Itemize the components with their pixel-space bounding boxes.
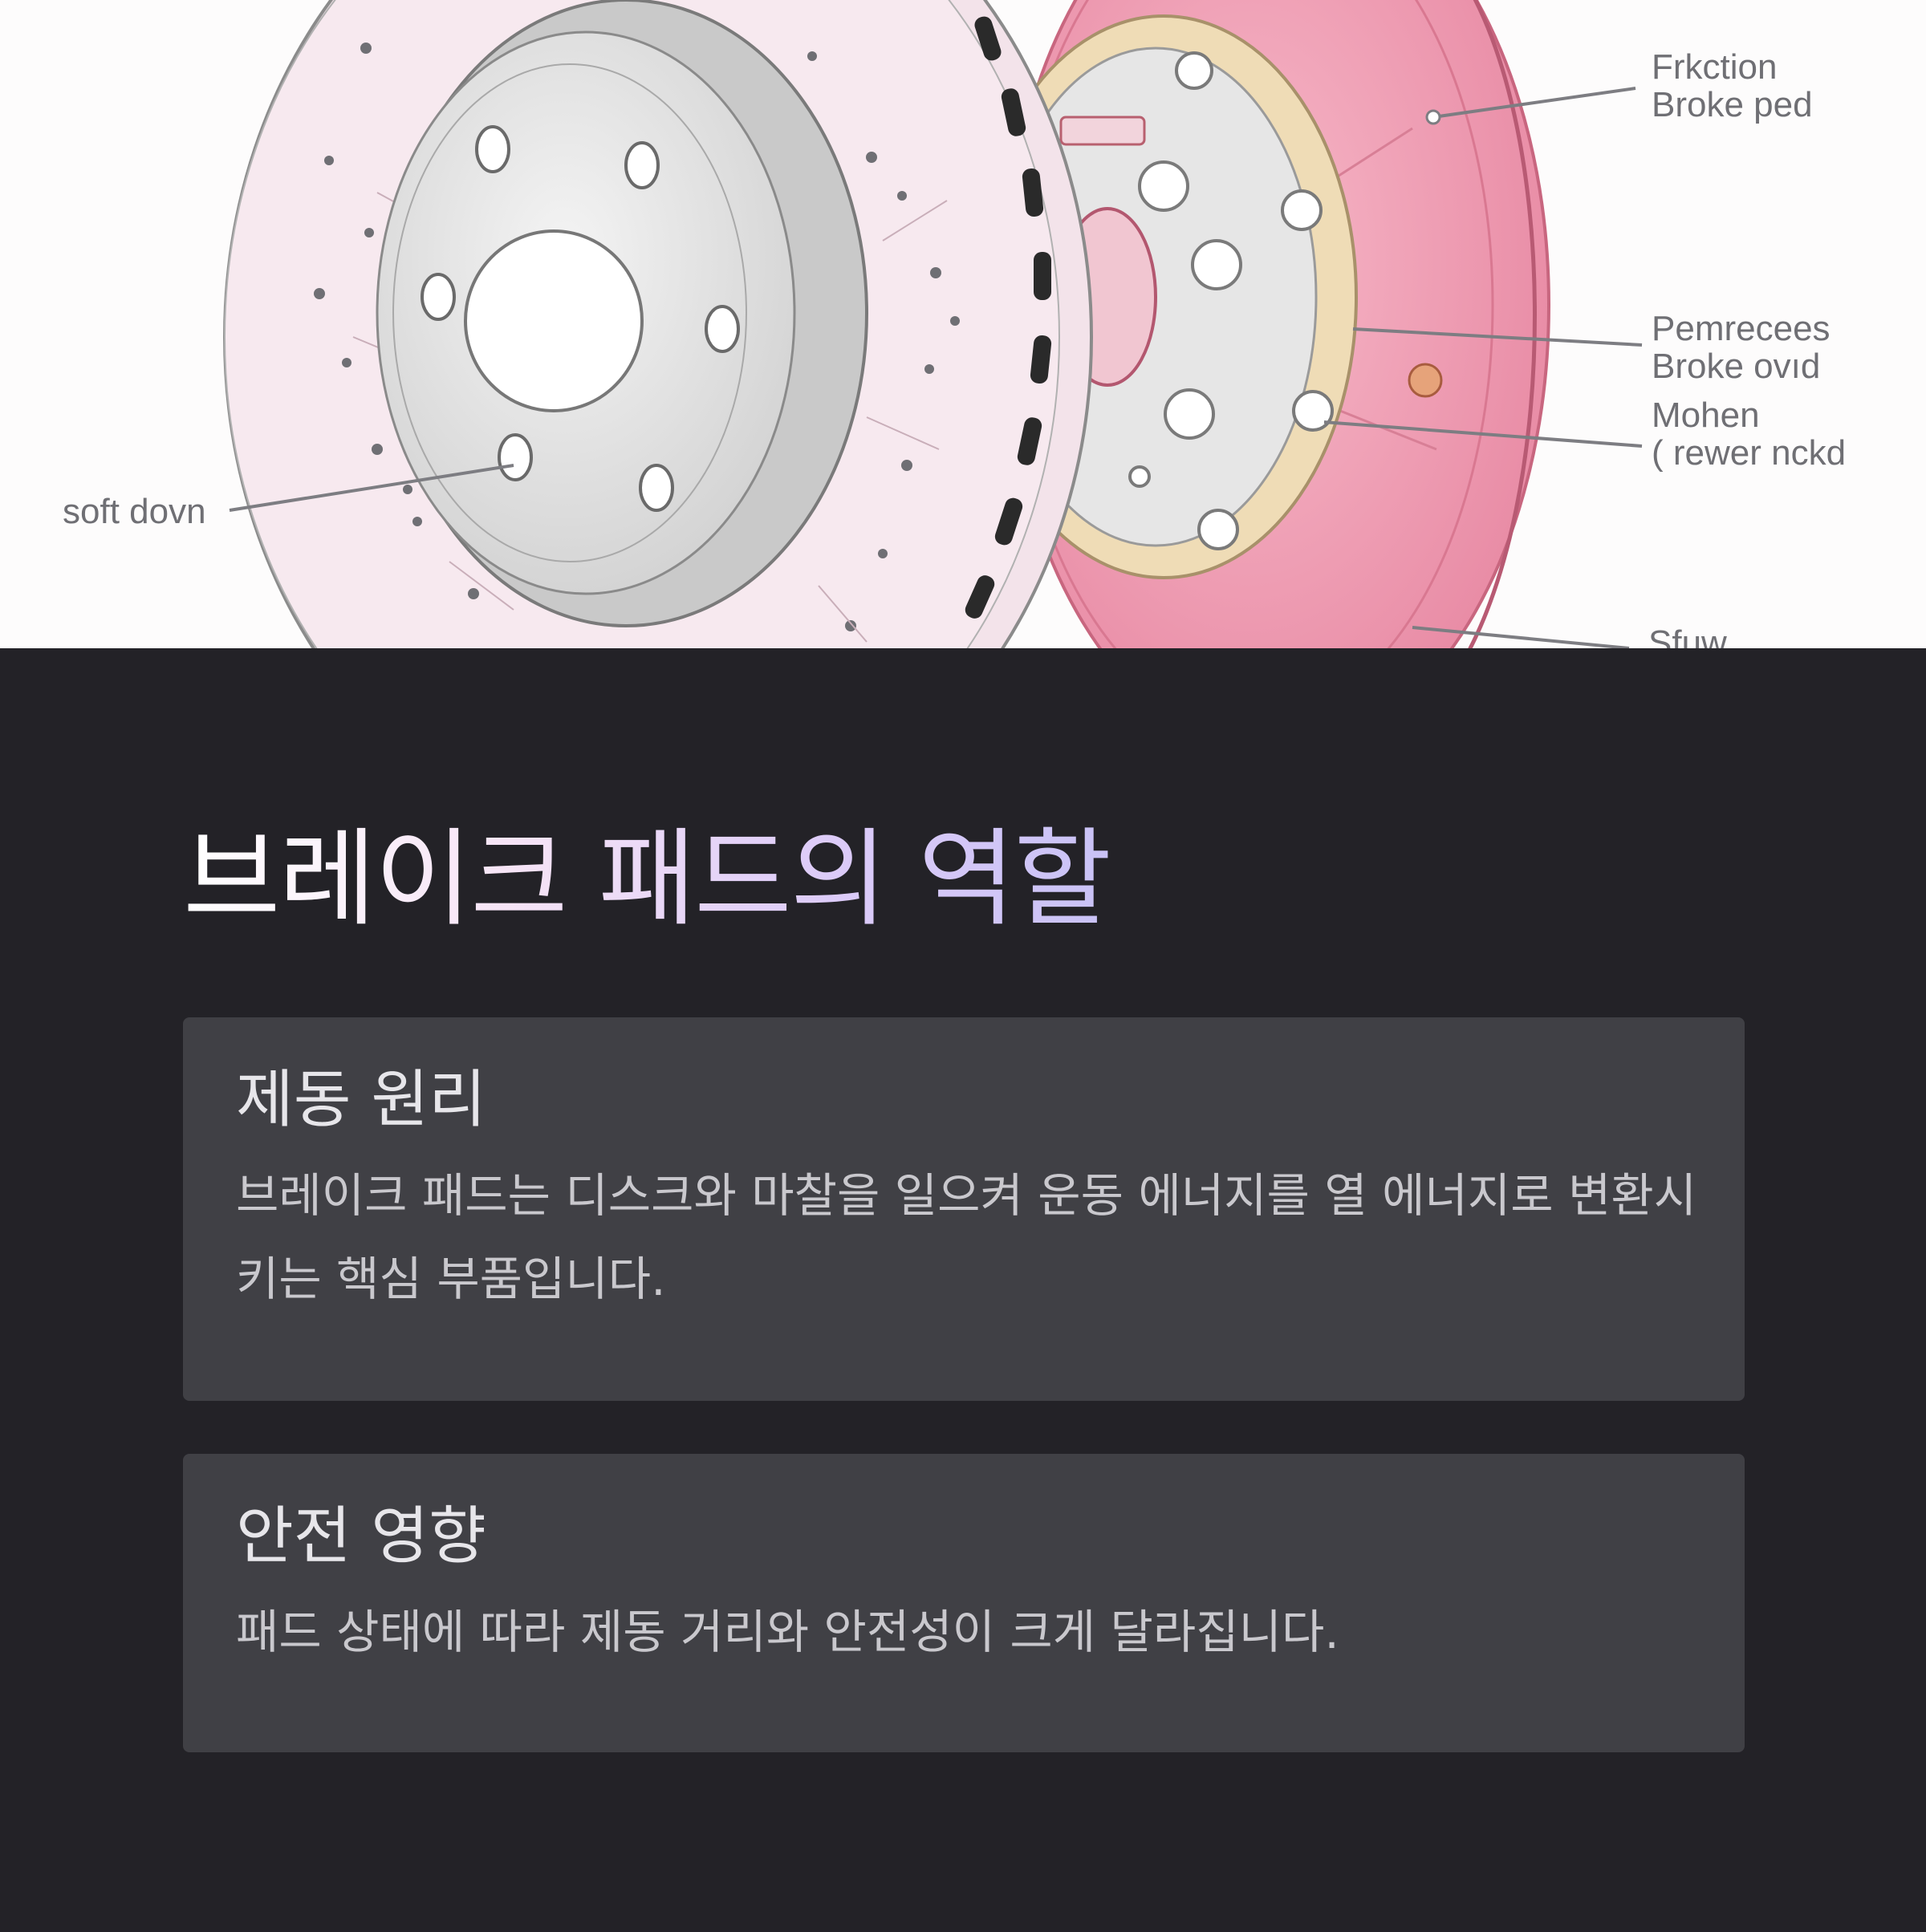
card-heading: 제동 원리 [236,1064,486,1136]
info-card-braking-principle: 제동 원리 브레이크 패드는 디스크와 마찰을 일으켜 운동 에너지를 열 에너… [183,1017,1745,1401]
content-section: 브레이크 패드의 역할 제동 원리 브레이크 패드는 디스크와 마찰을 일으켜 … [0,648,1926,1932]
callout-bottom: Sfuw [1648,623,1727,648]
brake-disc-illustration: Frkction Broke ped Pemrecees Broke ovıd … [0,0,1926,648]
card-text: 패드 상태에 따라 제동 거리와 안전성이 크게 달라집니다. [236,1605,1339,1659]
callout-hub: soft dovn [63,492,206,531]
info-card-safety-impact: 안전 영향 패드 상태에 따라 제동 거리와 안전성이 크게 달라집니다. [183,1454,1745,1752]
brake-assembly-drawing [223,0,1643,648]
callout-mounting: Mohen ( rewer nckd [1652,396,1847,473]
page-title: 브레이크 패드의 역할 [183,818,1111,941]
callout-friction-pad: Frkction Broke ped [1652,47,1813,124]
card-text: 브레이크 패드는 디스크와 마찰을 일으켜 운동 에너지를 열 에너지로 변환시… [236,1168,1697,1306]
card-heading: 안전 영향 [236,1500,486,1573]
callout-brake-pad: Pemrecees Broke ovıd [1652,309,1831,386]
